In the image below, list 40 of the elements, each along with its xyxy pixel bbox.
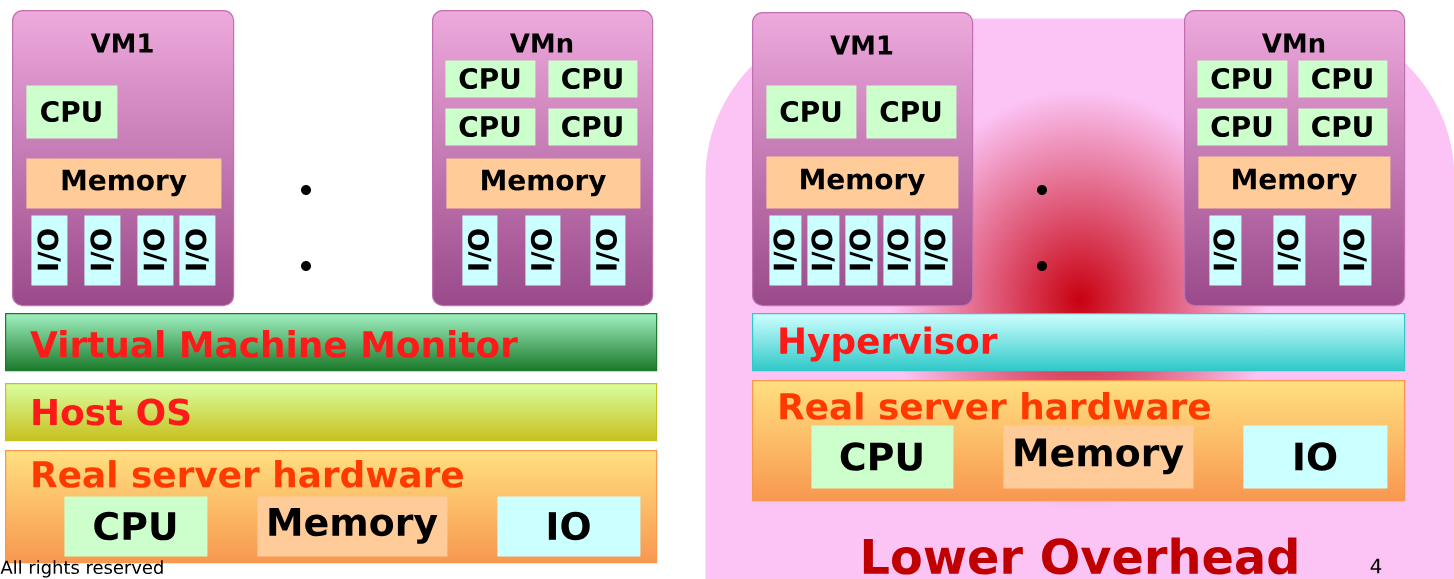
- page-number: 4: [1370, 558, 1382, 574]
- io-box: I/O: [462, 215, 498, 286]
- cpu-box: CPU: [445, 60, 536, 98]
- cpu-box: CPU: [548, 108, 638, 146]
- cpu-box: CPU: [445, 108, 536, 146]
- memory-box: Memory: [766, 156, 959, 209]
- io-box: I/O: [84, 215, 121, 286]
- io-box: I/O: [807, 215, 840, 286]
- io-box: I/O: [845, 215, 878, 286]
- io-box: I/O: [769, 215, 802, 286]
- cpu-box: CPU: [866, 85, 957, 139]
- layer-band: Host OS: [5, 383, 658, 442]
- cpu-box: CPU: [1197, 108, 1288, 146]
- io-box: I/O: [179, 215, 216, 286]
- memory-box: Memory: [1003, 425, 1194, 489]
- cpu-box: CPU: [1298, 108, 1388, 146]
- io-box: I/O: [1273, 215, 1306, 286]
- memory-box: Memory: [257, 496, 448, 557]
- layer-band: Virtual Machine Monitor: [5, 313, 658, 372]
- cpu-box: CPU: [766, 85, 857, 139]
- memory-box: Memory: [1198, 156, 1391, 209]
- cpu-box: CPU: [1197, 60, 1288, 98]
- io-box: I/O: [1209, 215, 1242, 286]
- io-box: I/O: [137, 215, 174, 286]
- cpu-box: CPU: [64, 496, 208, 557]
- cpu-box: CPU: [811, 425, 954, 489]
- cpu-box: CPU: [548, 60, 638, 98]
- memory-box: Memory: [26, 158, 222, 209]
- cpu-box: CPU: [26, 85, 118, 139]
- io-box: I/O: [590, 215, 626, 286]
- io-box: I/O: [883, 215, 916, 286]
- io-box: I/O: [525, 215, 561, 286]
- layer-band: Hypervisor: [752, 313, 1406, 372]
- io-box: I/O: [31, 215, 68, 286]
- io-box: IO: [497, 496, 641, 557]
- io-box: I/O: [920, 215, 953, 286]
- memory-box: Memory: [446, 158, 641, 209]
- cpu-box: CPU: [1298, 60, 1388, 98]
- io-box: I/O: [1339, 215, 1372, 286]
- io-box: IO: [1243, 425, 1388, 489]
